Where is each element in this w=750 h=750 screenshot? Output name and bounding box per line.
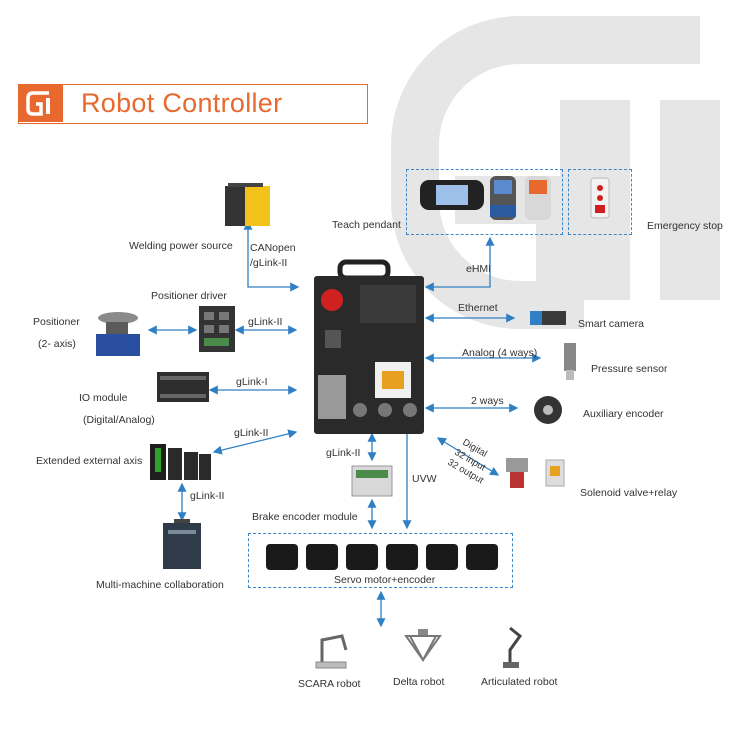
positioner-driver-image <box>199 306 235 352</box>
servo-motor-group <box>248 533 513 588</box>
glink-ii-positioner-label: gLink-II <box>248 316 283 328</box>
articulated-robot-image <box>503 626 523 668</box>
ethernet-label: Ethernet <box>458 302 498 314</box>
multi-machine-image <box>163 519 201 569</box>
brake-encoder-module-label: Brake encoder module <box>252 511 358 523</box>
servo-motor-images <box>266 544 498 570</box>
emergency-stop-label: Emergency stop <box>647 220 723 232</box>
positioner-axis-label: (2- axis) <box>38 338 76 350</box>
page-title: Robot Controller <box>81 88 283 118</box>
solenoid-relay-label: Solenoid valve+relay <box>580 487 678 499</box>
io-type-label: (Digital/Analog) <box>83 414 155 426</box>
digital-link <box>436 437 500 476</box>
solenoid-relay-image <box>506 458 565 488</box>
multi-machine-label: Multi-machine collaboration <box>96 579 224 591</box>
articulated-robot-label: Articulated robot <box>481 676 558 688</box>
ext-axis-label: Extended external axis <box>36 455 143 467</box>
scara-robot-image <box>315 634 348 669</box>
pressure-sensor-image <box>564 343 576 380</box>
io-module-label: IO module <box>79 392 128 404</box>
teach-pendant-group <box>406 169 563 235</box>
analog-label: Analog (4 ways) <box>462 347 538 359</box>
servo-motor-label: Servo motor+encoder <box>334 574 436 586</box>
extended-axis-image <box>150 444 211 480</box>
aux-encoder-image <box>534 396 562 424</box>
io-module-image <box>157 372 209 402</box>
welding-label: Welding power source <box>129 240 233 252</box>
welding-link <box>243 220 300 292</box>
canopen-label: CANopen <box>250 242 296 254</box>
teach-pendant-images <box>420 176 551 220</box>
positioner-image <box>96 312 140 356</box>
ehmi-link <box>424 236 495 292</box>
positioner-driver-label: Positioner driver <box>151 290 227 302</box>
two-ways-label: 2 ways <box>471 395 504 407</box>
smart-camera-label: Smart camera <box>578 318 644 330</box>
delta-robot-label: Delta robot <box>393 676 445 688</box>
ehmi-label: eHMI <box>466 263 492 275</box>
emergency-stop-group <box>568 169 632 235</box>
positioner-label: Positioner <box>33 316 80 328</box>
title-banner: Robot Controller <box>18 84 368 124</box>
glink-ii-multi-label: gLink-II <box>190 490 225 502</box>
delta-robot-image <box>404 629 442 663</box>
brake-encoder-module-image <box>351 465 393 497</box>
robot-controller-cabinet <box>314 259 424 434</box>
welding-power-source-image <box>225 183 270 226</box>
pressure-sensor-label: Pressure sensor <box>591 363 668 375</box>
canopen-glink-label: /gLink-II <box>250 257 288 269</box>
teach-pendant-label: Teach pendant <box>332 219 401 231</box>
emergency-stop-image <box>590 177 610 219</box>
scara-robot-label: SCARA robot <box>298 678 361 690</box>
uvw-label: UVW <box>412 473 437 485</box>
aux-encoder-label: Auxiliary encoder <box>583 408 664 420</box>
company-logo <box>19 85 63 122</box>
smart-camera-image <box>530 311 566 325</box>
glink-i-label: gLink-I <box>236 376 268 388</box>
glink-ii-brake-label: gLink-II <box>326 447 361 459</box>
glink-ii-ext-label: gLink-II <box>234 427 269 439</box>
ext-axis-link <box>212 429 298 455</box>
